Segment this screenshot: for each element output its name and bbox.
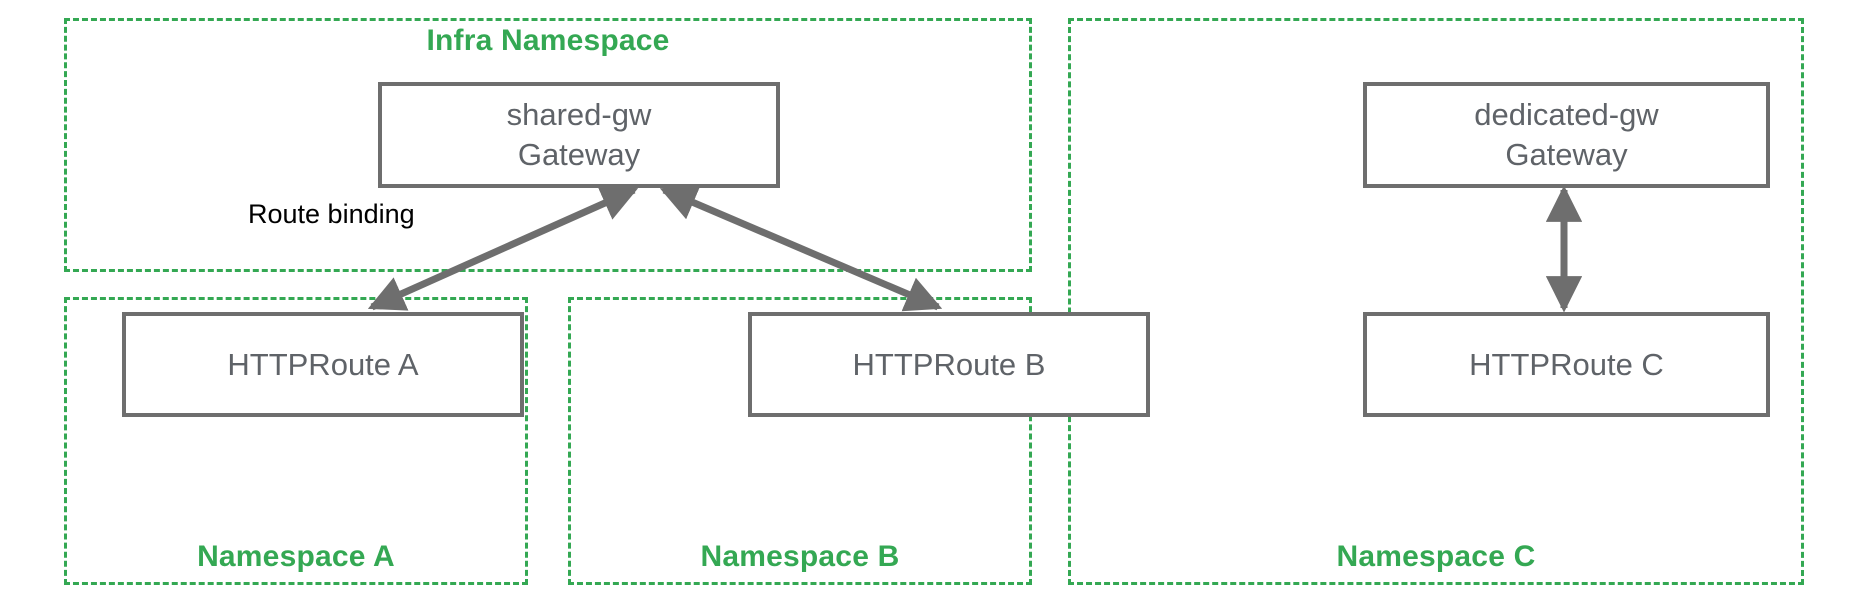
- namespace-label-c: Namespace C: [1336, 540, 1536, 573]
- namespace-region-a: [64, 297, 528, 585]
- node-httproute-c[interactable]: HTTPRoute C: [1363, 312, 1770, 417]
- node-dedicated-gw-gateway[interactable]: dedicated-gw Gateway: [1363, 82, 1770, 188]
- namespace-region-c: [1068, 18, 1804, 585]
- node-httproute-b[interactable]: HTTPRoute B: [748, 312, 1150, 417]
- namespace-label-infra: Infra Namespace: [426, 24, 670, 57]
- node-shared-gw-gateway[interactable]: shared-gw Gateway: [378, 82, 780, 188]
- node-httproute-a[interactable]: HTTPRoute A: [122, 312, 524, 417]
- namespace-label-b: Namespace B: [700, 540, 900, 573]
- namespace-label-a: Namespace A: [197, 540, 395, 573]
- edge-label-route-binding: Route binding: [248, 199, 415, 229]
